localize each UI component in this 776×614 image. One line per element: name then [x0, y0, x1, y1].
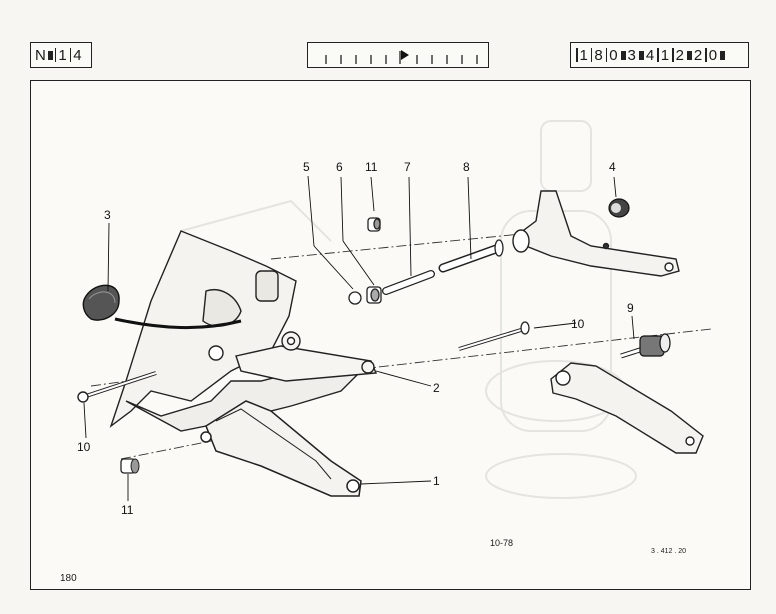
page-position-scale [307, 42, 489, 68]
bushing-ring-part-4 [608, 198, 630, 218]
sheet-code-letter: N [35, 46, 47, 64]
diagram-frame: 5 6 11 7 8 4 3 10 9 2 10 1 11 10-78 3 . … [30, 80, 751, 590]
bushes-parts-5-6-11 [348, 217, 382, 305]
threaded-stud-part-9 [620, 333, 671, 359]
sheet-code-digit: 1 [58, 46, 68, 64]
shaft-part-8 [438, 239, 504, 273]
callout-2: 2 [433, 381, 440, 395]
page-number: 180 [60, 573, 77, 584]
callout-3: 3 [104, 208, 111, 222]
bracket-lower-right [550, 362, 704, 454]
exploded-parts-diagram: 5 6 11 7 8 4 3 10 9 2 10 1 11 [77, 120, 712, 517]
callout-10-left: 10 [77, 440, 91, 454]
ref-digit: 2 [675, 46, 685, 64]
ref-digit: 0 [708, 46, 719, 64]
callout-10-right: 10 [571, 317, 585, 331]
pedal-pad-part-3 [82, 284, 120, 321]
callout-11: 11 [365, 160, 378, 174]
ref-digit: 1 [579, 46, 589, 64]
ref-digit: 1 [660, 46, 671, 64]
sleeve-part-7 [382, 270, 435, 295]
plate-code: 3 . 412 . 20 [651, 548, 687, 555]
callout-5: 5 [303, 160, 310, 174]
sheet-code-digit: 4 [73, 46, 83, 64]
ref-digit: 8 [594, 46, 604, 64]
ref-digit: 0 [609, 46, 619, 64]
ref-digit: 2 [693, 46, 704, 64]
page-position-marker-icon [401, 50, 409, 60]
bolt-part-10-left [77, 371, 157, 403]
callout-1: 1 [433, 474, 440, 488]
date-code: 10-78 [490, 538, 514, 548]
callout-9: 9 [627, 301, 634, 315]
callout-7: 7 [404, 160, 411, 174]
wishbone-arm-part-1 [200, 400, 362, 497]
sheet-code-marker [47, 50, 53, 60]
callout-labels: 5 6 11 7 8 4 3 10 9 2 10 1 11 [77, 160, 634, 517]
callout-11-lower: 11 [121, 503, 134, 517]
link-arm-part-2 [235, 331, 378, 382]
gearbox-housing [109, 230, 364, 432]
bolt-part-10-right [458, 321, 530, 351]
bush-part-11-lower [120, 458, 140, 474]
ref-digit: 3 [627, 46, 637, 64]
ref-digit: 4 [645, 46, 656, 64]
callout-6: 6 [336, 160, 343, 174]
scale-ticks [325, 50, 478, 64]
callout-8: 8 [463, 160, 470, 174]
pedal-bracket-upper-right [512, 190, 680, 277]
callout-4: 4 [609, 160, 616, 174]
callout-leader-lines [83, 175, 635, 501]
pedal-cable [114, 317, 242, 330]
